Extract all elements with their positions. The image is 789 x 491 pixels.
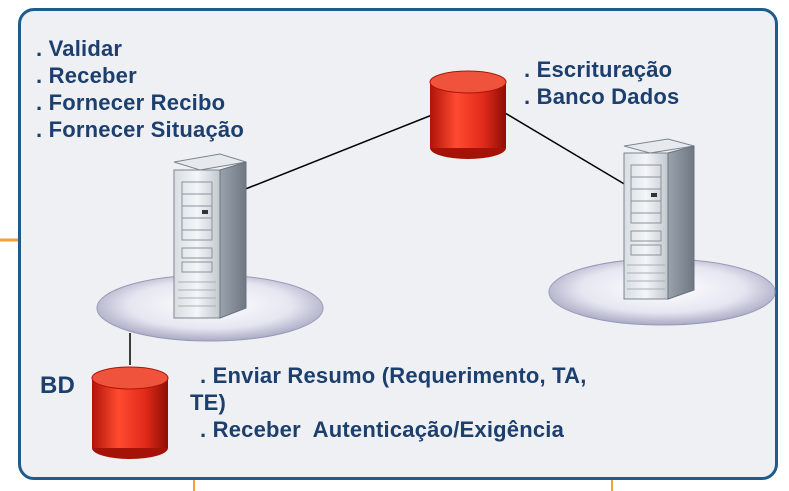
local-database-icon xyxy=(91,366,169,459)
connection-lines xyxy=(129,112,627,365)
central-database-icon xyxy=(429,70,507,159)
left-server-icon xyxy=(173,153,247,319)
central-database-labels: . Escrituração . Banco Dados xyxy=(524,56,679,110)
function-item: . Fornecer Recibo xyxy=(36,90,226,115)
message-line: TE) xyxy=(190,390,227,415)
local-database-label: BD xyxy=(40,372,76,399)
link-db-right-server xyxy=(504,112,627,186)
function-item: . Receber xyxy=(36,63,137,88)
message-line: . Enviar Resumo (Requerimento, TA, xyxy=(200,363,587,388)
client-messages: . Enviar Resumo (Requerimento, TA, TE) .… xyxy=(190,362,587,443)
link-left-server-db xyxy=(242,114,433,191)
function-item: . Validar xyxy=(36,36,123,61)
message-line: . Receber Autenticação/Exigência xyxy=(200,417,565,442)
database-label: . Banco Dados xyxy=(524,84,680,109)
server-functions-list: . Validar . Receber . Fornecer Recibo . … xyxy=(36,35,244,143)
right-server-icon xyxy=(623,138,695,300)
function-item: . Fornecer Situação xyxy=(36,117,244,142)
database-label: . Escrituração xyxy=(524,57,673,82)
